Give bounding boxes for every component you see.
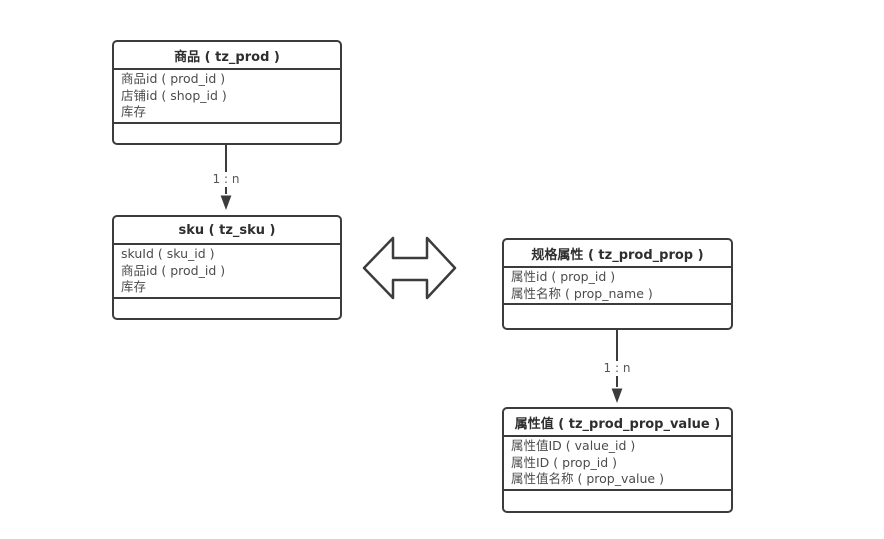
relation-label-prop-value: 1 : n <box>599 361 635 376</box>
entity-sku-empty-section <box>114 299 340 319</box>
field-row: 商品id ( prod_id ) <box>121 71 226 86</box>
entity-prop-value-title: 属性值 ( tz_prod_prop_value ) <box>504 409 731 437</box>
entity-prod-table: 商品 ( tz_prod ) 商品id ( prod_id ) 店铺id ( s… <box>112 40 342 145</box>
entity-prop-table: 规格属性 ( tz_prod_prop ) 属性id ( prop_id ) 属… <box>502 238 733 330</box>
entity-prop-value-table: 属性值 ( tz_prod_prop_value ) 属性值ID ( value… <box>502 407 733 513</box>
entity-prop-empty-section <box>504 305 731 328</box>
field-row: 商品id ( prod_id ) <box>121 262 226 278</box>
field-row: 属性值ID ( value_id ) <box>511 438 636 453</box>
field-row: skuId ( sku_id ) <box>121 246 215 261</box>
entity-sku-title: sku ( tz_sku ) <box>114 217 340 245</box>
relation-label-prod-sku: 1 : n <box>208 172 244 187</box>
entity-prop-value-empty-section <box>504 491 731 512</box>
entity-prop-value-fields: 属性值ID ( value_id ) 属性ID ( prop_id ) 属性值名… <box>504 437 731 491</box>
arrowhead-down-icon <box>611 388 623 403</box>
double-arrow-icon <box>362 236 457 300</box>
entity-prop-fields: 属性id ( prop_id ) 属性名称 ( prop_name ) <box>504 268 731 305</box>
field-row: 属性名称 ( prop_name ) <box>511 285 653 301</box>
entity-prod-fields: 商品id ( prod_id ) 店铺id ( shop_id ) 库存 <box>114 70 340 124</box>
entity-prod-empty-section <box>114 124 340 144</box>
entity-prod-title: 商品 ( tz_prod ) <box>114 42 340 70</box>
entity-sku-table: sku ( tz_sku ) skuId ( sku_id ) 商品id ( p… <box>112 215 342 320</box>
field-row: 属性id ( prop_id ) <box>511 269 616 284</box>
entity-prop-title: 规格属性 ( tz_prod_prop ) <box>504 240 731 268</box>
field-row: 属性ID ( prop_id ) <box>511 454 618 470</box>
arrowhead-down-icon <box>220 195 232 210</box>
field-row: 店铺id ( shop_id ) <box>121 87 227 103</box>
field-row: 库存 <box>121 104 147 119</box>
entity-sku-fields: skuId ( sku_id ) 商品id ( prod_id ) 库存 <box>114 245 340 299</box>
field-row: 库存 <box>121 279 147 294</box>
field-row: 属性值名称 ( prop_value ) <box>511 471 664 486</box>
